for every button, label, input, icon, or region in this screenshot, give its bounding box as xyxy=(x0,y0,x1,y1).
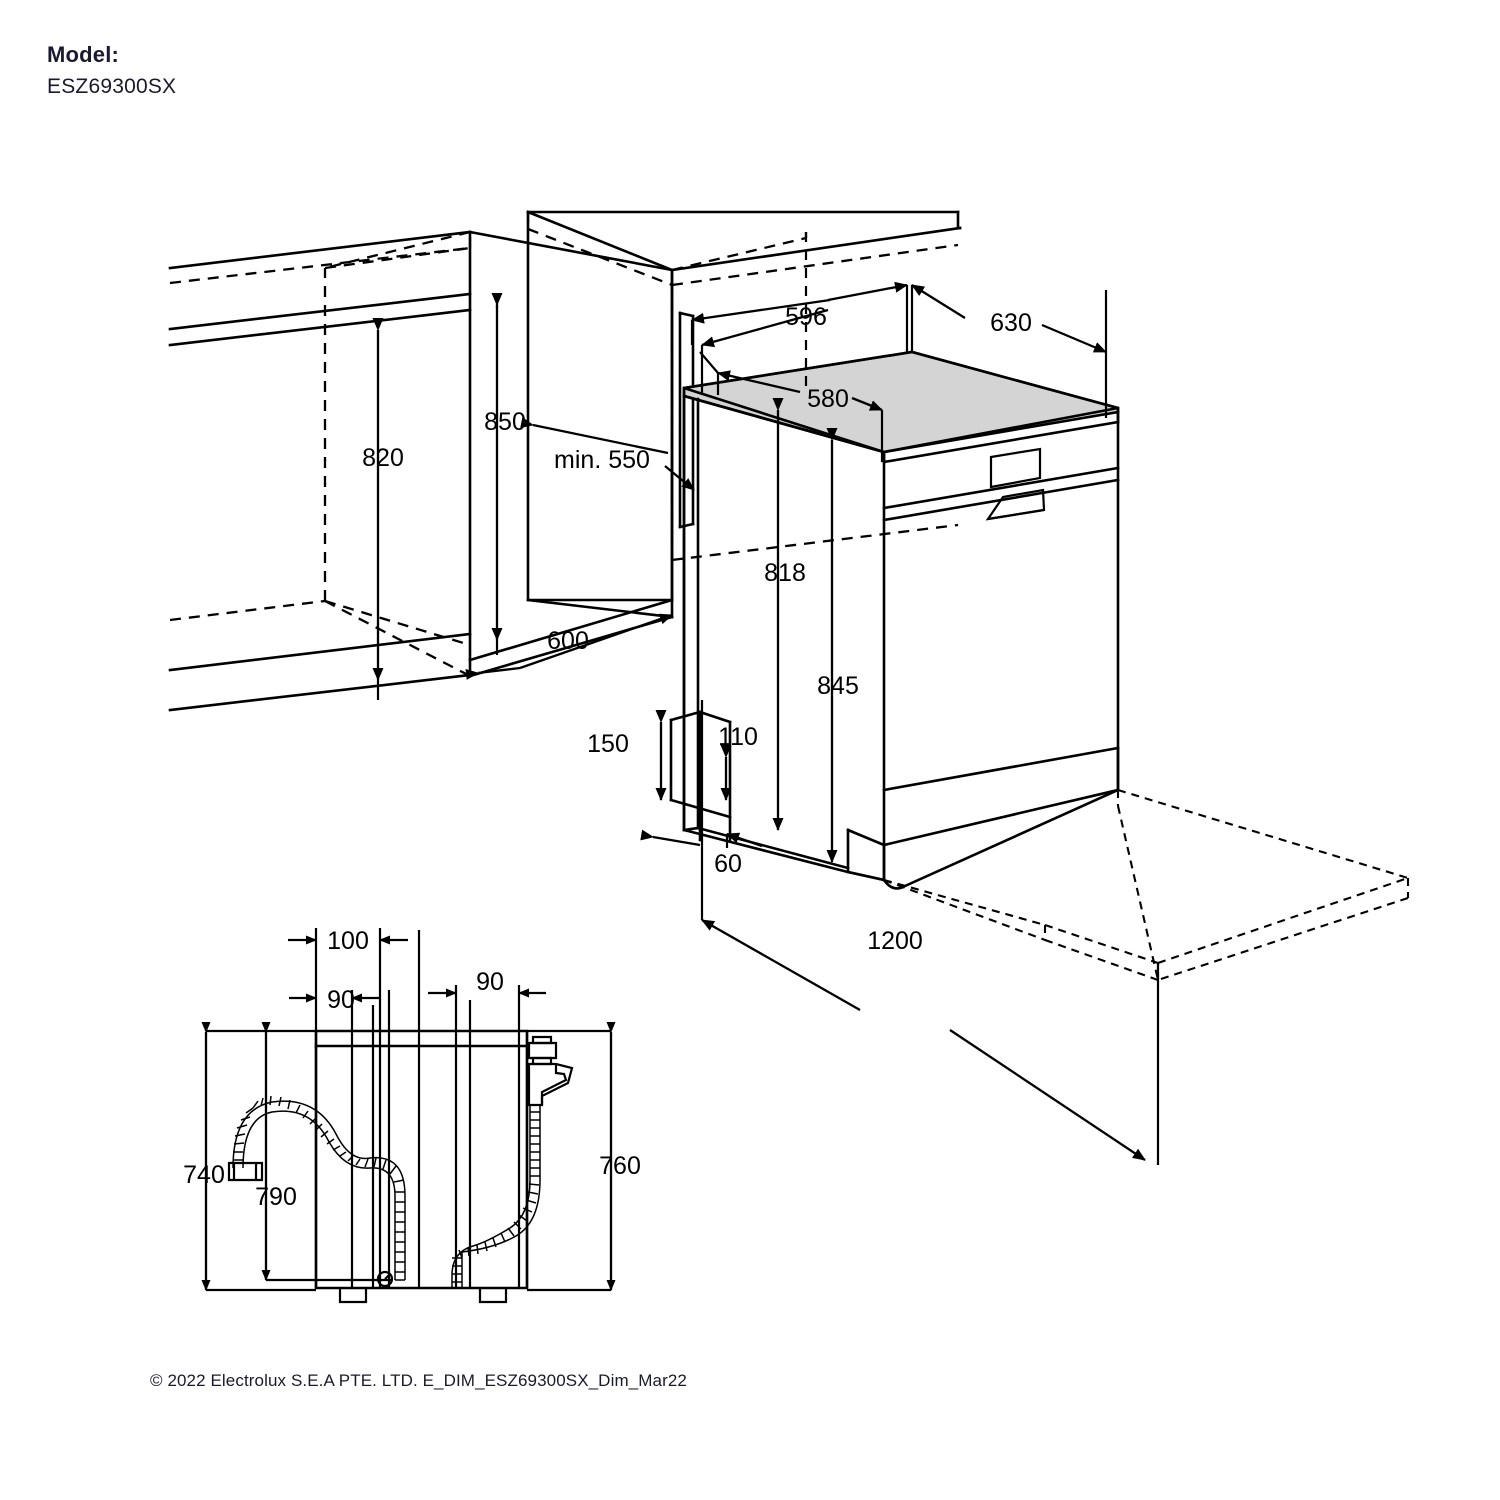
dim-820: 820 xyxy=(362,444,404,472)
appliance-dimensions xyxy=(640,232,1160,1165)
rear-view xyxy=(201,928,616,1304)
dim-760: 760 xyxy=(599,1152,641,1180)
dim-845: 845 xyxy=(817,672,859,700)
control-panel-display xyxy=(989,447,1042,489)
dim-596: 596 xyxy=(785,303,827,331)
dim-60: 60 xyxy=(714,850,742,878)
dimension-labels: 820 850 min. 550 600 596 630 580 818 845… xyxy=(183,303,1032,1211)
dim-600: 600 xyxy=(547,627,589,655)
dim-850: 850 xyxy=(484,408,526,436)
niche-dimensions xyxy=(372,293,695,700)
dim-740: 740 xyxy=(183,1161,225,1189)
appliance-worktop xyxy=(682,350,1120,454)
dim-min-550: min. 550 xyxy=(554,446,650,474)
dim-818: 818 xyxy=(764,559,806,587)
drain-hose xyxy=(232,1095,406,1281)
footer-copyright: © 2022 Electrolux S.E.A PTE. LTD. E_DIM_… xyxy=(150,1371,687,1390)
adjustable-feet xyxy=(338,1288,368,1304)
dim-90-left: 90 xyxy=(327,986,355,1014)
dim-150: 150 xyxy=(587,730,629,758)
model-block: Model: ESZ69300SX xyxy=(47,38,176,103)
dim-100: 100 xyxy=(327,927,369,955)
model-value: ESZ69300SX xyxy=(47,75,177,98)
open-door-outline xyxy=(1117,788,1409,880)
dim-110: 110 xyxy=(718,723,758,751)
dim-790: 790 xyxy=(255,1183,297,1211)
dim-580: 580 xyxy=(807,385,849,413)
dim-630: 630 xyxy=(990,309,1032,337)
model-label: Model: xyxy=(47,42,120,67)
dim-1200: 1200 xyxy=(867,927,923,955)
dim-90-right: 90 xyxy=(476,968,504,996)
cabinet-niche-view xyxy=(168,210,962,712)
appliance-isometric-view xyxy=(669,350,1410,981)
aquastop-inlet-valve xyxy=(527,1035,574,1107)
